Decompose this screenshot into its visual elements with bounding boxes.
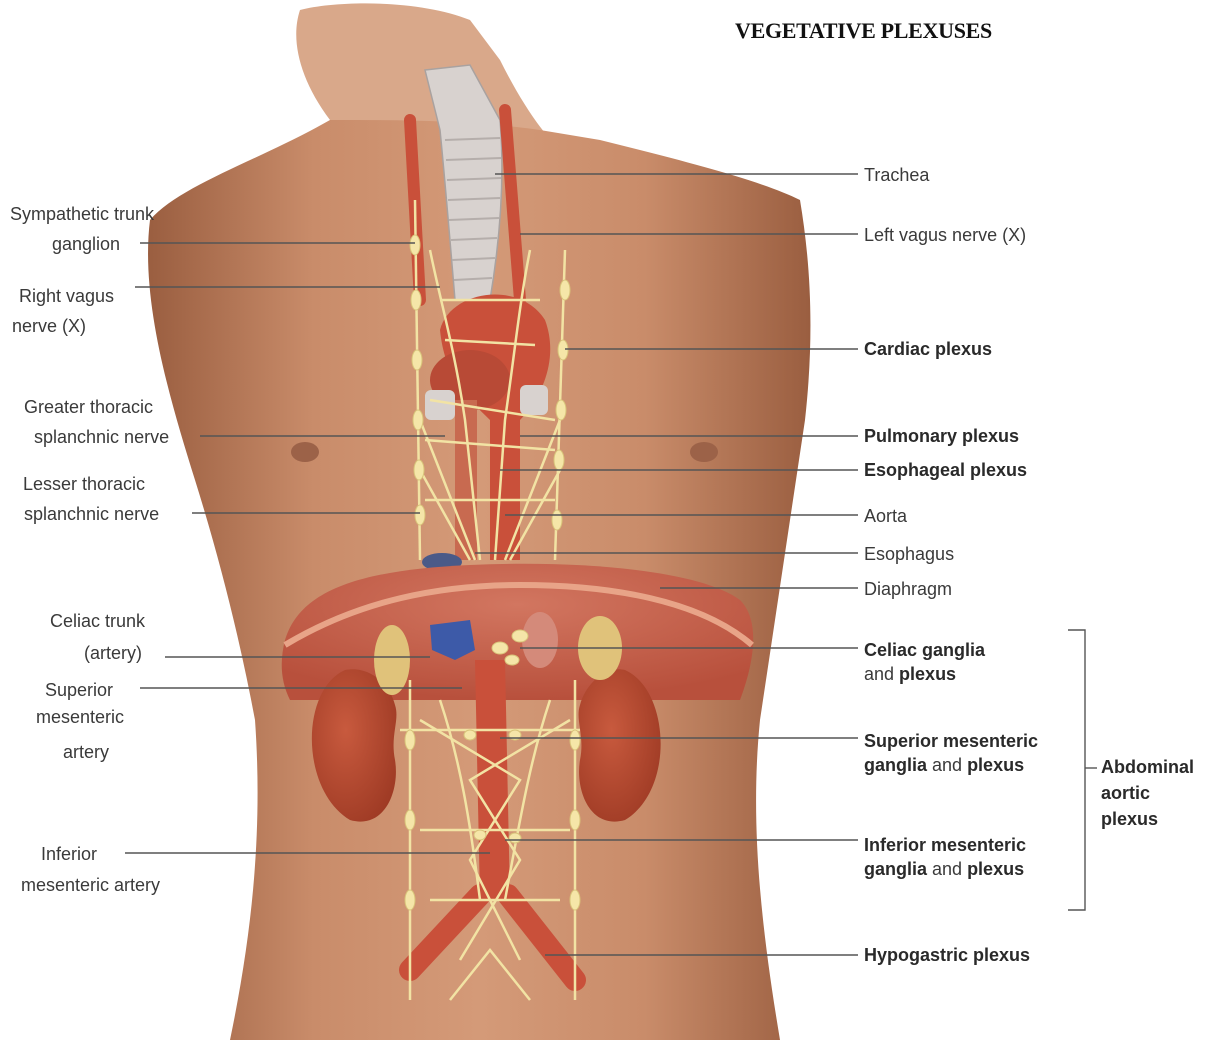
label-sympathetic-trunk-line1: Sympathetic trunk [10, 203, 154, 225]
label-sympathetic-trunk-line2: ganglion [52, 233, 120, 255]
label-celiac-ganglia-line1: Celiac ganglia [864, 639, 985, 661]
label-celiac-trunk-line2: (artery) [84, 642, 142, 664]
label-sup-mes-ganglia-line1: Superior mesenteric [864, 730, 1038, 752]
label-greater-splanchnic-line2: splanchnic nerve [34, 426, 169, 448]
label-right-vagus-line1: Right vagus [19, 285, 114, 307]
label-left-vagus: Left vagus nerve (X) [864, 224, 1026, 246]
label-abdominal-aortic-line2: aortic [1101, 782, 1150, 804]
label-celiac-and: and [864, 664, 899, 684]
label-diaphragm: Diaphragm [864, 578, 952, 600]
label-inf-mes-artery-line1: Inferior [41, 843, 97, 865]
label-esophageal-plexus: Esophageal plexus [864, 459, 1027, 481]
right-nipple [291, 442, 319, 462]
label-inf-mes-ganglia-word: ganglia [864, 859, 927, 879]
label-abdominal-aortic-line3: plexus [1101, 808, 1158, 830]
label-inf-mes-ganglia-line2: ganglia and plexus [864, 858, 1024, 880]
right-adrenal [374, 625, 410, 695]
label-right-vagus-line2: nerve (X) [12, 315, 86, 337]
diagram-title: VEGETATIVE PLEXUSES [735, 18, 992, 44]
label-sup-mes-artery-line1: Superior [45, 679, 113, 701]
left-bronchus [425, 390, 455, 420]
label-trachea: Trachea [864, 164, 929, 186]
label-greater-splanchnic-line1: Greater thoracic [24, 396, 153, 418]
label-sup-mes-artery-line3: artery [63, 741, 109, 763]
label-sup-mes-plexus-word: plexus [967, 755, 1024, 775]
label-hypogastric-plexus: Hypogastric plexus [864, 944, 1030, 966]
label-esophagus: Esophagus [864, 543, 954, 565]
label-inf-mes-and: and [927, 859, 967, 879]
label-lesser-splanchnic-line1: Lesser thoracic [23, 473, 145, 495]
label-sup-mes-and: and [927, 755, 967, 775]
label-lesser-splanchnic-line2: splanchnic nerve [24, 503, 159, 525]
label-cardiac-plexus: Cardiac plexus [864, 338, 992, 360]
label-aorta: Aorta [864, 505, 907, 527]
left-nipple [690, 442, 718, 462]
abdominal-aorta [475, 660, 510, 900]
label-inf-mes-plexus-word: plexus [967, 859, 1024, 879]
label-sup-mes-artery-line2: mesenteric [36, 706, 124, 728]
label-celiac-plexus-word: plexus [899, 664, 956, 684]
right-bronchus [520, 385, 548, 415]
label-sup-mes-ganglia-word: ganglia [864, 755, 927, 775]
label-celiac-ganglia-line2: and plexus [864, 663, 956, 685]
stomach-cut [522, 612, 558, 668]
label-celiac-trunk-line1: Celiac trunk [50, 610, 145, 632]
label-sup-mes-ganglia-line2: ganglia and plexus [864, 754, 1024, 776]
label-pulmonary-plexus: Pulmonary plexus [864, 425, 1019, 447]
label-inf-mes-ganglia-line1: Inferior mesenteric [864, 834, 1026, 856]
label-inf-mes-artery-line2: mesenteric artery [21, 874, 160, 896]
label-abdominal-aortic-line1: Abdominal [1101, 756, 1194, 778]
